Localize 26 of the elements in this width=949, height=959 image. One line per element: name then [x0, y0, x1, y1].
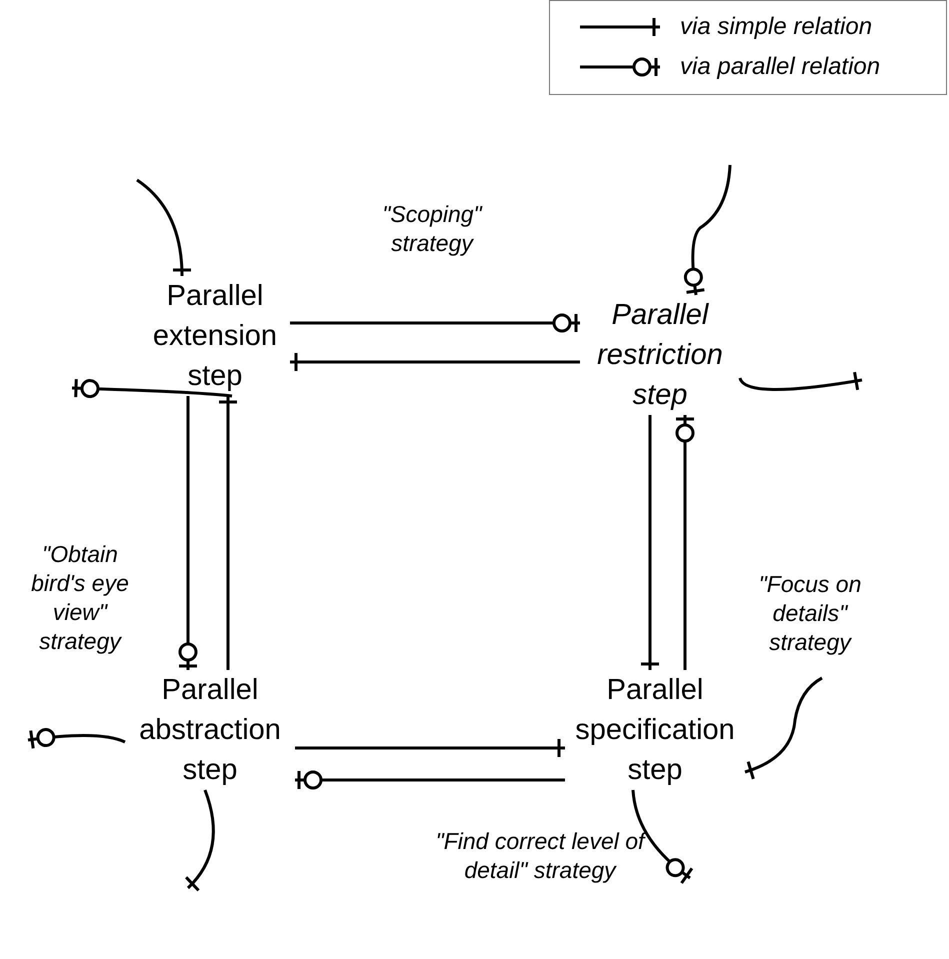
- connector: [295, 770, 565, 790]
- step-label: Parallel restriction step: [580, 295, 740, 415]
- connector: [290, 312, 580, 334]
- legend-text: via parallel relation: [680, 53, 880, 81]
- connector: [744, 676, 823, 780]
- step-label: Parallel extension step: [140, 276, 290, 396]
- strategy-label: "Obtain bird's eye view" strategy: [30, 540, 130, 656]
- connector: [218, 396, 238, 670]
- connector: [184, 790, 215, 892]
- connector: [28, 728, 126, 750]
- strategy-label: "Find correct level of detail" strategy: [434, 827, 646, 885]
- strategy-label: "Focus on details" strategy: [758, 570, 862, 657]
- connector: [640, 415, 660, 670]
- legend-text: via simple relation: [680, 13, 872, 41]
- connector: [295, 738, 565, 758]
- connector: [632, 790, 694, 884]
- connector: [684, 164, 732, 296]
- connector: [136, 178, 192, 276]
- connector: [674, 415, 696, 670]
- connector: [72, 378, 232, 399]
- strategy-label: "Scoping" strategy: [381, 200, 484, 258]
- step-label: Parallel specification step: [565, 670, 745, 790]
- connector: [290, 352, 580, 372]
- connector: [738, 370, 862, 392]
- step-label: Parallel abstraction step: [125, 670, 295, 790]
- connector: [178, 396, 198, 670]
